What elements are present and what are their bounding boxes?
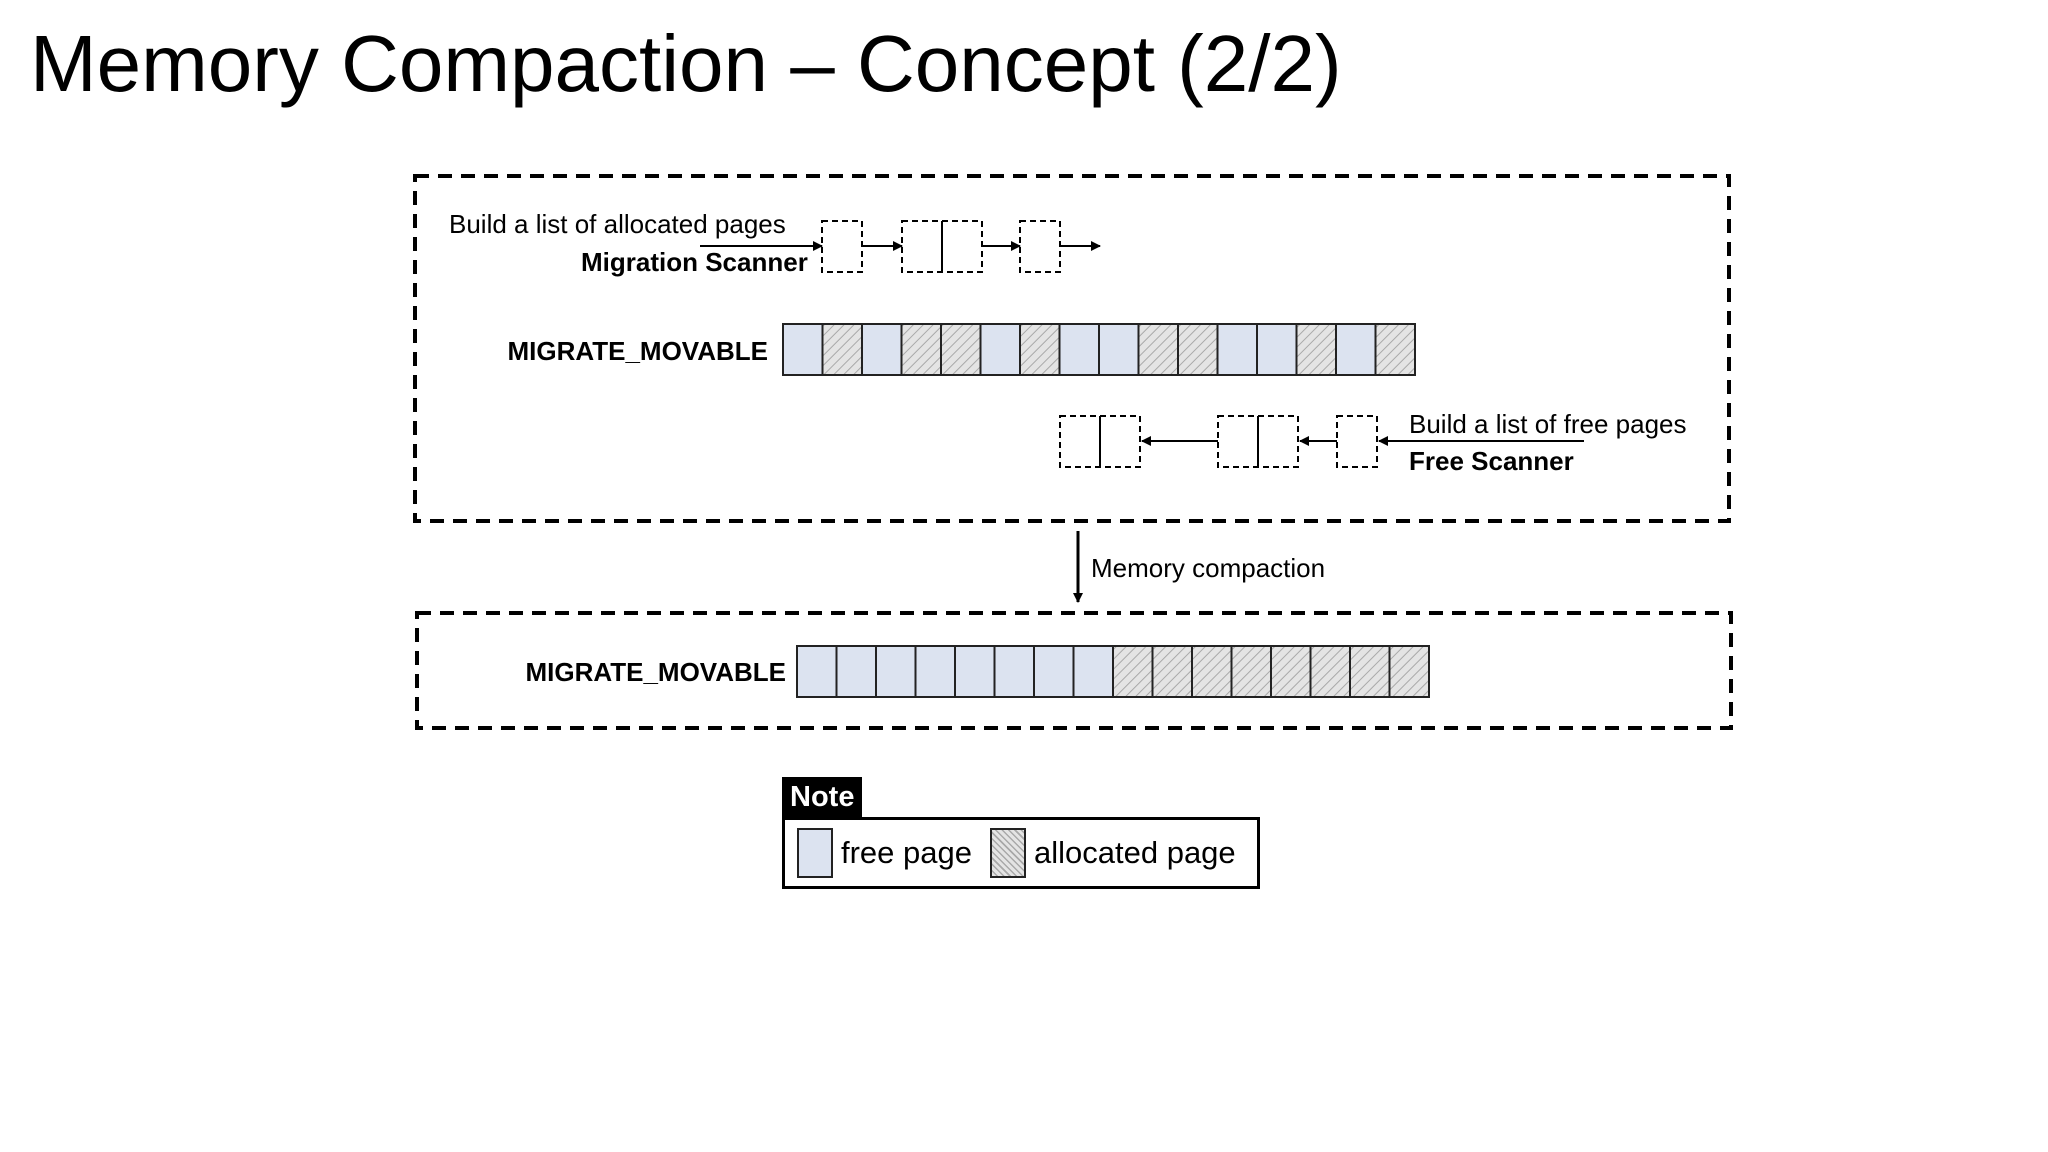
free-page-cell [1058,323,1100,376]
free-page-label: free page [841,835,972,870]
free-page-cell [796,645,838,698]
allocated-page-cell [1270,645,1312,698]
allocated-page-cell [940,323,982,376]
allocated-page-cell [1191,645,1233,698]
allocated-page-cell [1230,645,1272,698]
allocated-page-cell [1112,645,1154,698]
free-page-cell [1216,323,1258,376]
legend: Note free page allocated page [782,777,1260,889]
top-row-label: MIGRATE_MOVABLE [508,336,768,366]
free-page-cell [993,645,1035,698]
allocated-page-cell [1151,645,1193,698]
free-page-cell [1033,645,1075,698]
allocated-page-cell [900,323,942,376]
allocated-page-cell [1309,645,1351,698]
migration-scanner-label: Migration Scanner [581,247,808,277]
allocated-page-cell [1349,645,1391,698]
list-node [1019,220,1061,273]
free-page-cell [1335,323,1377,376]
note-tag: Note [782,777,863,817]
free-page-cell [979,323,1021,376]
migration-desc: Build a list of allocated pages [449,209,786,239]
allocated-page-cell [821,323,863,376]
top-panel [413,174,1731,523]
legend-box: free page allocated page [782,817,1260,889]
compaction-label: Memory compaction [1091,553,1325,583]
bottom-page-strip [796,645,1430,698]
free-desc: Build a list of free pages [1409,409,1687,439]
free-page-swatch [797,828,833,878]
allocated-page-swatch [990,828,1026,878]
top-page-strip [782,323,1416,376]
free-list [1059,415,1584,468]
slide-title: Memory Compaction – Concept (2/2) [30,19,1342,108]
allocated-page-cell [1388,645,1430,698]
bottom-row-label: MIGRATE_MOVABLE [526,657,786,687]
allocated-page-cell [1177,323,1219,376]
list-node [1336,415,1378,468]
allocated-page-cell [1374,323,1416,376]
allocated-page-cell [1137,323,1179,376]
free-page-cell [914,645,956,698]
free-page-cell [954,645,996,698]
free-page-cell [835,645,877,698]
migration-list [700,220,1101,273]
free-page-cell [1098,323,1140,376]
allocated-page-label: allocated page [1034,835,1236,870]
free-page-cell [782,323,824,376]
free-scanner-label: Free Scanner [1409,446,1574,476]
free-page-cell [1072,645,1114,698]
list-node [821,220,863,273]
free-page-cell [1256,323,1298,376]
free-page-cell [875,645,917,698]
bottom-panel [415,611,1733,730]
free-page-cell [861,323,903,376]
allocated-page-cell [1295,323,1337,376]
allocated-page-cell [1019,323,1061,376]
